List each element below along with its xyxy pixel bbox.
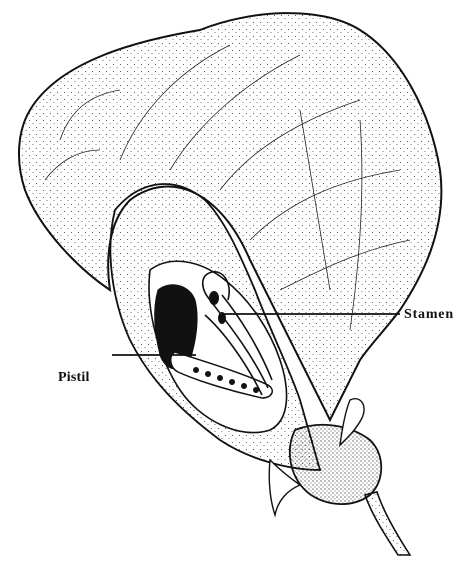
stamen-label: Stamen bbox=[404, 307, 454, 323]
pistil-label: Pistil bbox=[58, 370, 90, 386]
calyx bbox=[290, 425, 381, 504]
flower-stem bbox=[365, 492, 410, 555]
